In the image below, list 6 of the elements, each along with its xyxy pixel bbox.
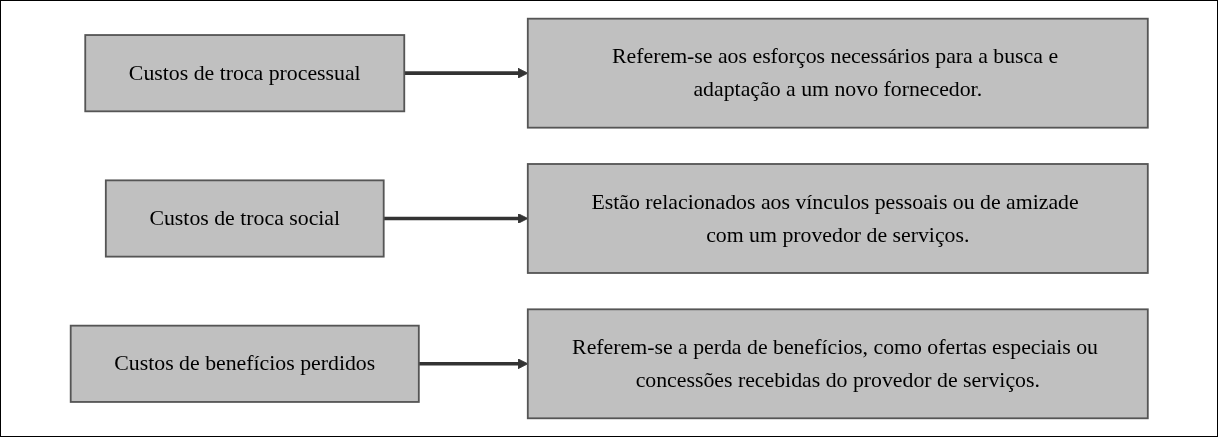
node-box: Custos de troca social	[104, 179, 385, 258]
node-box: Estão relacionados aos vínculos pessoais ou de amizade com um provedor de serviços.	[526, 163, 1149, 274]
node-box: Custos de troca processual	[84, 34, 405, 113]
node-box: Referem-se aos esforços necessários para a busca e adaptação a um novo fornecedor.	[526, 17, 1149, 129]
node-box: Custos de benefícios perdidos	[69, 324, 420, 403]
node-box: Referem-se a perda de benefícios, como ofertas especiais ou concessões recebidas do provedor de serviços.	[526, 308, 1149, 420]
